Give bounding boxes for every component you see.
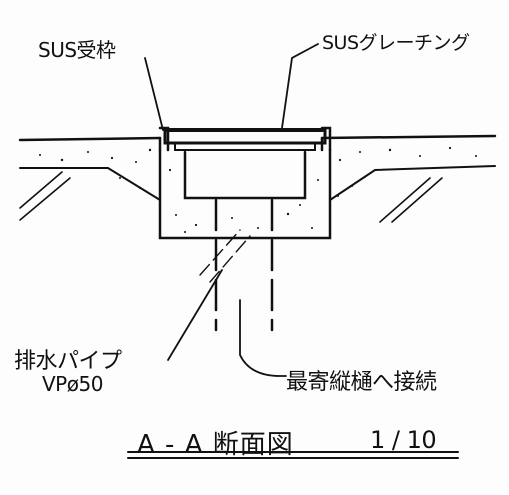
grating-inner (174, 142, 316, 151)
frame-right (320, 126, 332, 152)
drawing-scale: 1 / 10 (370, 426, 437, 454)
title-underline (127, 451, 459, 459)
label-drain-pipe: 排水パイプ (14, 349, 122, 374)
hatch-left-1 (19, 171, 71, 221)
leader-frame (144, 57, 164, 131)
slab-top-line (18, 134, 497, 142)
leader-connect (239, 299, 287, 377)
label-pipe-size: VPø50 (42, 372, 103, 396)
leader-grating (281, 43, 319, 129)
box-inner (183, 150, 307, 200)
label-sus-frame: SUS受枠 (38, 38, 116, 62)
box-outer (158, 148, 332, 240)
label-sus-grating: SUSグレーチング (322, 32, 470, 54)
hatch-mid-1 (199, 229, 251, 283)
slab-bottom-line (19, 165, 496, 201)
leader-pipe (167, 269, 223, 361)
drawing-title: A - A 断面図 (137, 430, 294, 460)
hatch-right-1 (379, 177, 443, 223)
label-connect-downspout: 最寄縦樋へ接続 (286, 370, 437, 395)
